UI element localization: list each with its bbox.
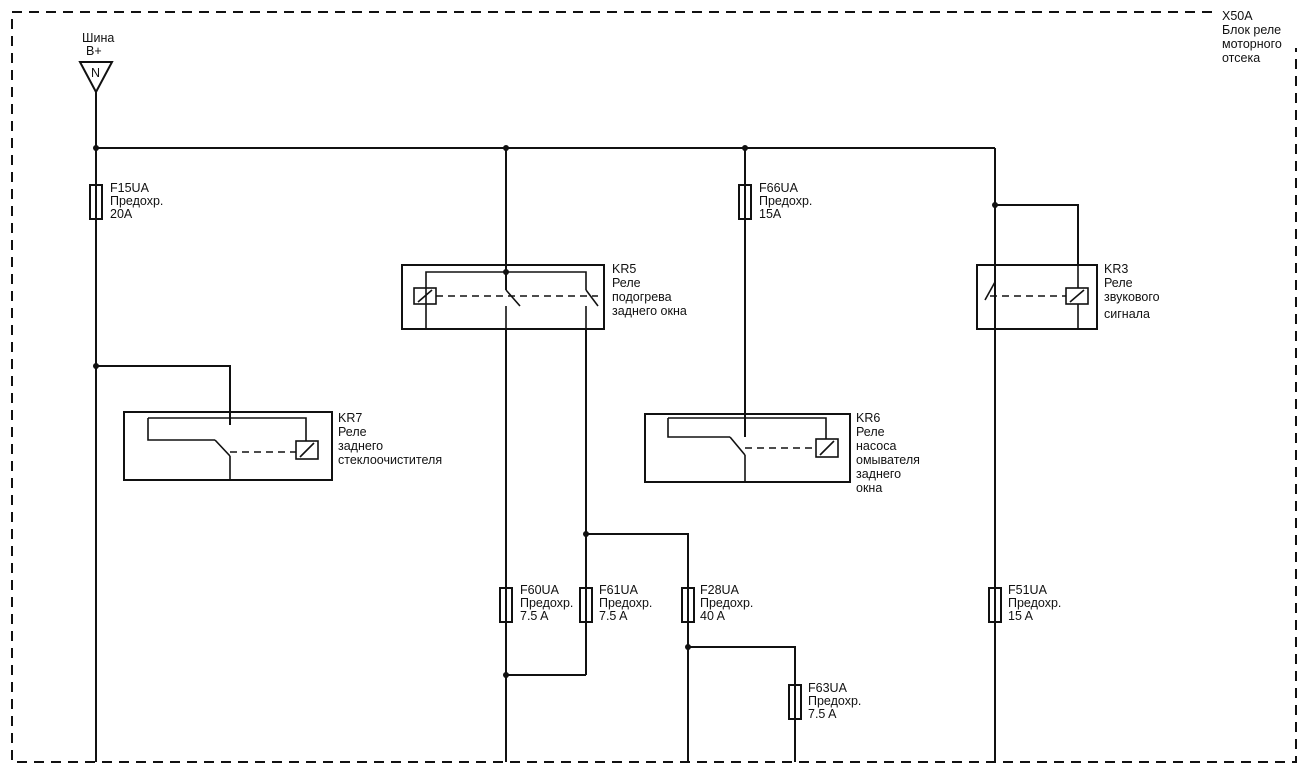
fuse-f63ua: F63UA Предохр. 7.5 A bbox=[788, 681, 861, 721]
svg-text:F15UA: F15UA bbox=[110, 181, 150, 195]
svg-text:KR5: KR5 bbox=[612, 262, 636, 276]
svg-text:Реле: Реле bbox=[856, 425, 885, 439]
svg-text:N: N bbox=[91, 66, 100, 80]
svg-text:7.5 A: 7.5 A bbox=[808, 707, 837, 721]
relay-kr5: KR5 Реле подогрева заднего окна bbox=[401, 262, 687, 330]
svg-text:Реле: Реле bbox=[1104, 276, 1133, 290]
svg-text:15 A: 15 A bbox=[1008, 609, 1034, 623]
svg-text:насоса: насоса bbox=[856, 439, 896, 453]
svg-text:7.5 A: 7.5 A bbox=[520, 609, 549, 623]
svg-text:Предохр.: Предохр. bbox=[599, 596, 652, 610]
svg-text:15A: 15A bbox=[759, 207, 782, 221]
svg-text:20A: 20A bbox=[110, 207, 133, 221]
svg-text:F60UA: F60UA bbox=[520, 583, 560, 597]
fuse-f60ua: F60UA Предохр. 7.5 A bbox=[499, 583, 573, 623]
svg-text:F63UA: F63UA bbox=[808, 681, 848, 695]
svg-text:KR3: KR3 bbox=[1104, 262, 1128, 276]
svg-text:заднего: заднего bbox=[856, 467, 901, 481]
svg-text:Шина: Шина bbox=[82, 31, 114, 45]
svg-text:Предохр.: Предохр. bbox=[520, 596, 573, 610]
relay-kr7: KR7 Реле заднего стеклоочистителя bbox=[123, 411, 442, 481]
f63-branch-wire bbox=[688, 646, 796, 762]
svg-text:7.5 A: 7.5 A bbox=[599, 609, 628, 623]
svg-text:F28UA: F28UA bbox=[700, 583, 740, 597]
svg-text:подогрева: подогрева bbox=[612, 290, 672, 304]
svg-text:KR7: KR7 bbox=[338, 411, 362, 425]
svg-text:сигнала: сигнала bbox=[1104, 307, 1150, 321]
fuse-f28ua: F28UA Предохр. 40 A bbox=[681, 583, 753, 623]
fuse-f51ua: F51UA Предохр. 15 A bbox=[988, 583, 1061, 623]
relay-kr6: KR6 Реле насоса омывателя заднего окна bbox=[644, 411, 920, 495]
svg-text:окна: окна bbox=[856, 481, 882, 495]
svg-text:омывателя: омывателя bbox=[856, 453, 920, 467]
svg-text:Предохр.: Предохр. bbox=[1008, 596, 1061, 610]
fuse-f66ua: F66UA Предохр. 15A bbox=[738, 181, 812, 221]
svg-text:Реле: Реле bbox=[612, 276, 641, 290]
svg-text:Предохр.: Предохр. bbox=[759, 194, 812, 208]
svg-text:моторного: моторного bbox=[1222, 37, 1282, 51]
svg-text:Блок реле: Блок реле bbox=[1222, 23, 1281, 37]
svg-text:заднего окна: заднего окна bbox=[612, 304, 687, 318]
svg-text:звукового: звукового bbox=[1104, 290, 1160, 304]
relay-block-border bbox=[11, 11, 1297, 763]
fuse-f61ua: F61UA Предохр. 7.5 A bbox=[579, 583, 652, 623]
relay-kr3: KR3 Реле звукового сигнала bbox=[976, 262, 1160, 330]
kr3-coil-feed-wire bbox=[995, 204, 1079, 266]
svg-text:заднего: заднего bbox=[338, 439, 383, 453]
svg-text:F61UA: F61UA bbox=[599, 583, 639, 597]
fuse-f15ua: F15UA Предохр. 20A bbox=[89, 181, 163, 221]
svg-text:X50A: X50A bbox=[1222, 9, 1253, 23]
f28-branch-wire bbox=[586, 533, 689, 762]
svg-text:Предохр.: Предохр. bbox=[700, 596, 753, 610]
kr7-feed-wire bbox=[96, 365, 231, 425]
relay-block-label: X50A Блок реле моторного отсека bbox=[1222, 9, 1282, 65]
junction-dots bbox=[93, 145, 998, 678]
svg-text:Реле: Реле bbox=[338, 425, 367, 439]
svg-text:F66UA: F66UA bbox=[759, 181, 799, 195]
bus-b-plus: Шина B+ N bbox=[78, 31, 114, 95]
svg-text:отсека: отсека bbox=[1222, 51, 1260, 65]
svg-text:Предохр.: Предохр. bbox=[808, 694, 861, 708]
svg-text:40 A: 40 A bbox=[700, 609, 726, 623]
svg-text:Предохр.: Предохр. bbox=[110, 194, 163, 208]
svg-text:стеклоочистителя: стеклоочистителя bbox=[338, 453, 442, 467]
svg-text:B+: B+ bbox=[86, 44, 102, 58]
svg-text:F51UA: F51UA bbox=[1008, 583, 1048, 597]
svg-text:KR6: KR6 bbox=[856, 411, 880, 425]
